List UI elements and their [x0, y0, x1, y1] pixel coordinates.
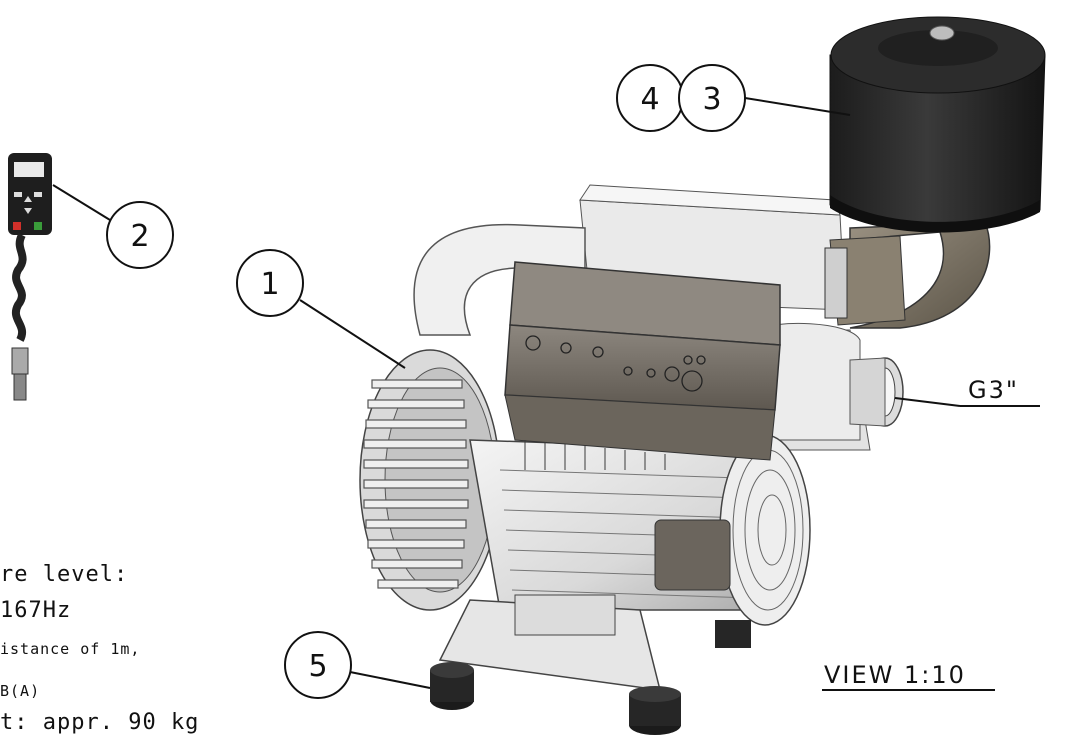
note-line-2: 167Hz	[0, 598, 72, 623]
note-line-1: re level:	[0, 562, 129, 587]
callout-circle-5	[284, 631, 352, 699]
callout-4-label: 4	[640, 82, 659, 117]
callout-1-label: 1	[260, 267, 279, 302]
callout-circle-3	[678, 64, 746, 132]
callout-circle-1	[236, 249, 304, 317]
callout-circle-2	[106, 201, 174, 269]
handheld-control-panel-icon	[8, 153, 52, 401]
connection-size-label: G3"	[968, 376, 1019, 404]
leader-lines	[52, 97, 1040, 691]
side-channel-blower-icon	[359, 184, 904, 735]
view-scale-label: VIEW 1:10	[824, 661, 966, 689]
air-filter-icon	[824, 16, 1046, 329]
callout-3-label: 3	[702, 82, 721, 117]
callout-5-label: 5	[308, 649, 327, 684]
callout-2-label: 2	[130, 219, 149, 254]
note-line-4: B(A)	[0, 682, 41, 700]
note-line-3: istance of 1m,	[0, 640, 141, 658]
note-line-5: t: appr. 90 kg	[0, 710, 200, 735]
